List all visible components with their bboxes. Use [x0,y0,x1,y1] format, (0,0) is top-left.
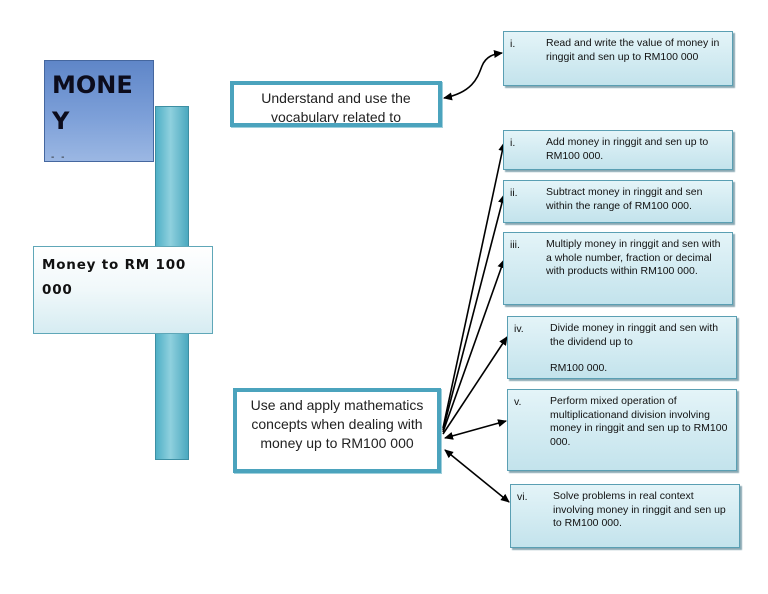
objective-text: Divide money in ringgit and sen with the… [550,322,719,348]
spine-bar-bottom [155,332,189,460]
objective-text: Solve problems in real context involving… [553,490,726,529]
standard-text-vocabulary: Understand and use the vocabulary relate… [261,90,411,125]
objective-text: Subtract money in ringgit and sen within… [546,186,703,212]
arrow-to-objective-subtract [442,194,506,431]
title-decoration: - - _ [51,152,113,162]
spine-bar-top [155,106,189,248]
arrow-to-objective-divide [442,336,508,435]
objective-text: Read and write the value of money in rin… [546,37,720,63]
objective-box-add: i. Add money in ringgit and sen up to RM… [503,130,733,170]
standard-box-apply: Use and apply mathematics concepts when … [233,388,441,473]
objective-number: i. [510,137,516,149]
standard-box-vocabulary: Understand and use the vocabulary relate… [230,81,442,127]
arrow-standard1-objective1 [443,50,503,101]
objective-box-solve-problems: vi. Solve problems in real context invol… [510,484,740,548]
objective-box-multiply: iii. Multiply money in ringgit and sen w… [503,232,733,305]
objective-number: iii. [510,239,520,251]
title-text: MONEY [52,71,133,135]
objective-text-continued: RM100 000. [550,362,608,374]
arrow-to-objective-solve [444,449,510,503]
standard-text-apply: Use and apply mathematics concepts when … [250,397,424,451]
topic-box: Money to RM 100 000 [33,246,213,334]
objective-box-subtract: ii. Subtract money in ringgit and sen wi… [503,180,733,223]
objective-number: ii. [510,187,518,199]
arrow-to-objective-add [442,142,507,429]
objective-number: vi. [517,491,528,503]
objective-text: Add money in ringgit and sen up to RM100… [546,136,709,162]
title-box: MONEY - - _ [44,60,154,162]
topic-text: Money to RM 100 000 [42,257,187,298]
objective-box-divide: iv. Divide money in ringgit and sen with… [507,316,737,379]
objective-text: Multiply money in ringgit and sen with a… [546,238,721,277]
objective-text: Perform mixed operation of multiplicatio… [550,395,728,448]
arrow-to-objective-multiply [442,259,506,433]
objective-number: v. [514,396,522,408]
objective-number: iv. [514,323,524,335]
arrow-to-objective-mixed [444,419,507,440]
objective-box-mixed-operation: v. Perform mixed operation of multiplica… [507,389,737,471]
objective-number: i. [510,38,516,50]
objective-box-read-write: i. Read and write the value of money in … [503,31,733,86]
